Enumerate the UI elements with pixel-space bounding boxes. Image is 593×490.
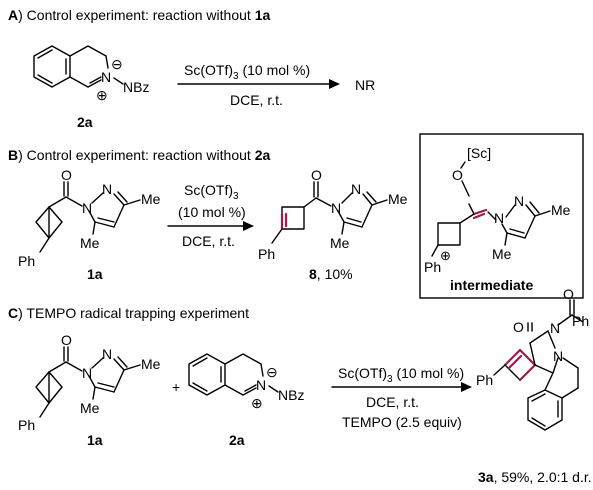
section-a-heading: A) Control experiment: reaction without … [8,7,270,23]
phenyl-label: Ph [476,372,493,388]
methyl-label: Me [141,191,161,207]
intermediate-label: intermediate [450,277,533,293]
oxygen-label: O [563,286,574,302]
section-c-heading: C) TEMPO radical trapping experiment [8,305,249,321]
oxygen-label: O [61,332,72,348]
compound-1a-structure-b [35,181,141,253]
compound-label-8: 8, 10% [309,266,353,282]
conditions-a-top: Sc(OTf)3 (10 mol %) [184,62,310,82]
compound-3a-structure [493,299,584,431]
scandium-label: [Sc] [467,145,491,161]
conditions-c-line2: DCE, r.t. [366,394,419,410]
compound-1a-structure-c [35,346,141,418]
phenyl-label: Ph [572,313,589,329]
methyl-label: Me [388,191,408,207]
intermediate-box [419,133,584,299]
minus-charge: ⊖ [266,364,278,380]
oxygen-label: O [311,167,322,183]
n-atom-label: N [102,181,112,197]
conditions-b-line2: (10 mol %) [178,204,246,220]
arrow-head-c [461,382,472,392]
plus-charge: ⊕ [251,395,263,411]
methyl-label: Me [80,235,100,251]
n-atom-label: N [102,346,112,362]
n-atom-label: N [82,200,92,216]
methyl-label: Me [492,246,512,262]
compound-label-2a: 2a [77,114,93,130]
oxygen-label: O [452,167,463,183]
compound-8-structure [271,181,388,244]
conditions-b-line3: DCE, r.t. [182,233,235,249]
phenyl-label: Ph [258,246,275,262]
n-atom-label: N [331,200,341,216]
compound-2a-structure-c [188,353,279,396]
product-nr: NR [355,77,375,93]
section-b-heading: B) Control experiment: reaction without … [8,147,270,163]
phenyl-label: Ph [424,259,441,275]
compound-2a-structure [33,45,124,88]
compound-label-1a: 1a [87,266,103,282]
n-atom-label: N [550,320,560,336]
plus-sign: + [172,379,180,395]
compound-label-2a: 2a [229,432,245,448]
phenyl-label: Ph [18,253,35,269]
n-atom-label: N [82,365,92,381]
intermediate-structure [431,180,551,257]
conditions-c-line3: TEMPO (2.5 equiv) [342,414,462,430]
n-atom-label: N [553,348,563,364]
nbz-label: NBz [278,387,304,403]
methyl-label: Me [330,235,350,251]
methyl-label: Me [141,356,161,372]
oxygen-label: O [61,167,72,183]
compound-label-1a: 1a [87,432,103,448]
n-atom-label: N [494,210,504,226]
plus-charge: ⊕ [96,87,108,103]
n-atom-label: N [256,377,266,393]
n-atom-label: N [351,181,361,197]
compound-label-3a: 3a, 59%, 2.0:1 d.r. [478,469,592,485]
nbz-label: NBz [123,79,149,95]
methyl-label: Me [551,202,571,218]
n-atom-label: N [101,69,111,85]
methyl-label: Me [80,400,100,416]
o-sc-bond [460,161,466,169]
conditions-a-bottom: DCE, r.t. [230,92,283,108]
n-atom-label: N [514,193,524,209]
conditions-c-line1: Sc(OTf)3 (10 mol %) [338,365,464,385]
oxygen-label: O [513,319,524,335]
minus-charge: ⊖ [111,56,123,72]
arrow-head-a [329,79,340,89]
plus-charge: ⊕ [440,248,451,263]
conditions-b-line1: Sc(OTf)3 [184,182,239,202]
phenyl-label: Ph [18,417,35,433]
arrow-head-b [243,221,254,231]
